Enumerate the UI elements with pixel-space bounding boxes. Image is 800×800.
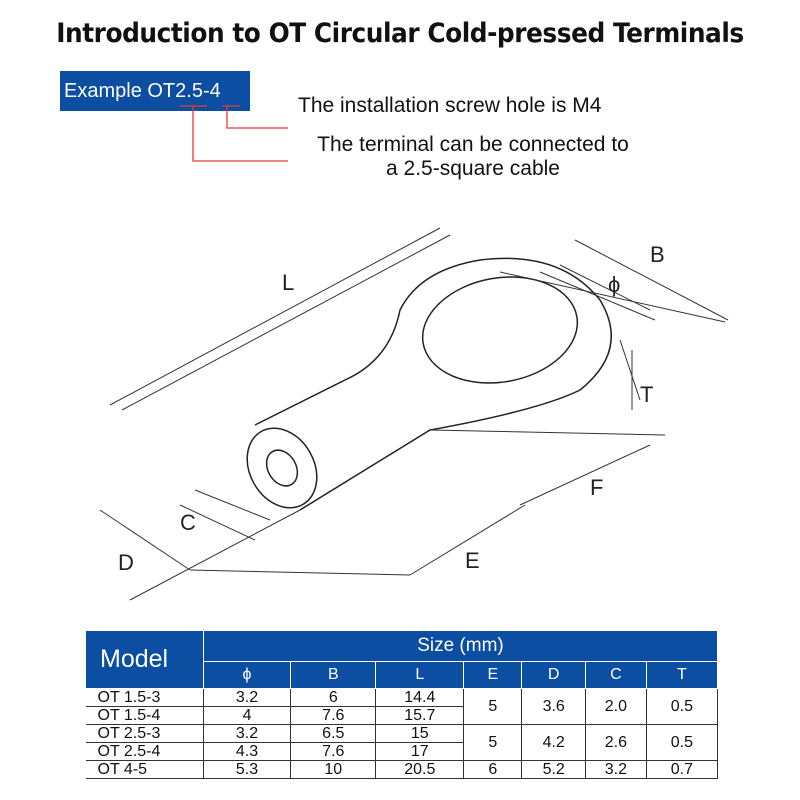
dim-label-C: C [180,510,196,535]
cell-L: 20.5 [375,760,465,779]
dim-label-T: T [640,382,653,407]
example-label: Example OT2.5-4 [60,71,250,111]
note-cable-line2: a 2.5-square cable [386,157,560,180]
cell-E: 5 [463,688,523,725]
dim-label-E: E [465,548,480,573]
cell-E: 5 [463,724,523,761]
cell-D: 3.6 [521,688,586,725]
cell-T: 0.5 [645,724,719,761]
cell-E: 6 [463,760,523,779]
size-header: Size (mm) [202,630,719,662]
cell-D: 5.2 [521,760,586,779]
cell-B: 7.6 [290,742,377,761]
cell-C: 2.0 [585,688,647,725]
leader-lines [180,105,288,162]
cell-phi: 3.2 [202,688,292,707]
note-cable-line1: The terminal can be connected to [317,133,629,156]
cell-phi: 4 [202,706,292,725]
dim-label-D: D [118,550,134,575]
col-header-B: B [290,661,377,689]
cell-model: OT 1.5-3 [85,688,204,707]
cell-model: OT 4-5 [85,760,204,779]
cell-B: 6 [290,688,377,707]
table-row: OT 2.5-4 4.3 7.6 17 [85,742,718,761]
col-header-C: C [585,661,647,689]
terminal-drawing [246,257,612,511]
cell-B: 6.5 [290,724,377,743]
cell-D: 4.2 [521,724,586,761]
dim-label-phi: ϕ [608,272,620,297]
cell-L: 17 [375,742,465,761]
cell-L: 15 [375,724,465,743]
specs-table: Model Size (mm) ϕ B L E D C T OT 1.5-3 3… [85,630,719,779]
cell-phi: 5.3 [202,760,292,779]
model-header: Model [85,630,204,689]
cell-C: 3.2 [585,760,647,779]
cell-L: 14.4 [375,688,465,707]
dim-label-L: L [282,270,294,295]
col-header-phi: ϕ [202,661,292,689]
cell-L: 15.7 [375,706,465,725]
cell-B: 10 [290,760,377,779]
cell-C: 2.6 [585,724,647,761]
cell-T: 0.5 [645,688,719,725]
table-row: OT 2.5-3 3.2 6.5 15 5 4.2 2.6 0.5 [85,724,719,761]
cell-model: OT 1.5-4 [85,706,204,725]
cell-model: OT 2.5-4 [85,742,204,761]
col-header-D: D [521,661,586,689]
cell-B: 7.6 [290,706,377,725]
col-header-T: T [645,661,719,689]
page-title: Introduction to OT Circular Cold-pressed… [56,18,744,49]
cell-phi: 4.3 [202,742,292,761]
note-screw-hole: The installation screw hole is M4 [298,94,602,117]
dimension-lines [99,227,729,601]
diagram: L B ϕ T F C D E [99,105,729,601]
cell-T: 0.7 [645,760,719,779]
dim-label-B: B [650,242,665,267]
table-row: OT 4-5 5.3 10 20.5 6 5.2 3.2 0.7 [85,760,719,779]
note-cable: The terminal can be connected to a 2.5-s… [288,133,658,181]
col-header-L: L [375,661,465,689]
dim-label-F: F [590,475,603,500]
col-header-E: E [463,661,523,689]
table-row: OT 1.5-3 3.2 6 14.4 5 3.6 2.0 0.5 [85,688,719,725]
cell-phi: 3.2 [202,724,292,743]
cell-model: OT 2.5-3 [85,724,204,743]
